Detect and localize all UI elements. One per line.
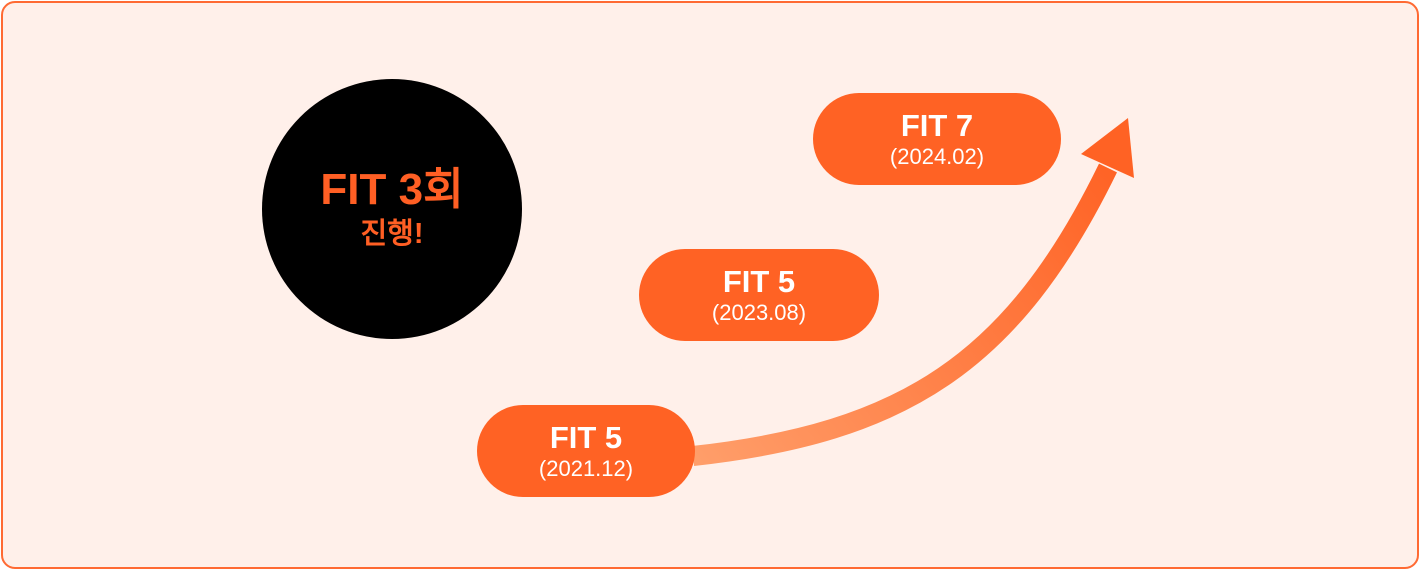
- milestone-name: FIT 5: [549, 419, 623, 455]
- milestone-pill: FIT 5 (2021.12): [477, 405, 695, 497]
- milestone-date: (2024.02): [889, 143, 985, 169]
- milestone-pill: FIT 5 (2023.08): [639, 249, 879, 341]
- milestone-name: FIT 7: [900, 107, 974, 143]
- milestone-name: FIT 5: [722, 263, 796, 299]
- circle-subtitle: 진행!: [360, 218, 424, 250]
- growth-arrow-icon: [691, 118, 1134, 466]
- milestone-date: (2021.12): [538, 455, 634, 481]
- milestone-date: (2023.08): [711, 299, 807, 325]
- circle-title: FIT 3회: [320, 165, 464, 214]
- highlight-circle: FIT 3회 진행!: [262, 79, 522, 339]
- milestone-pill: FIT 7 (2024.02): [813, 93, 1061, 185]
- arrow-shaft: [691, 163, 1117, 466]
- arrow-head: [1081, 118, 1134, 178]
